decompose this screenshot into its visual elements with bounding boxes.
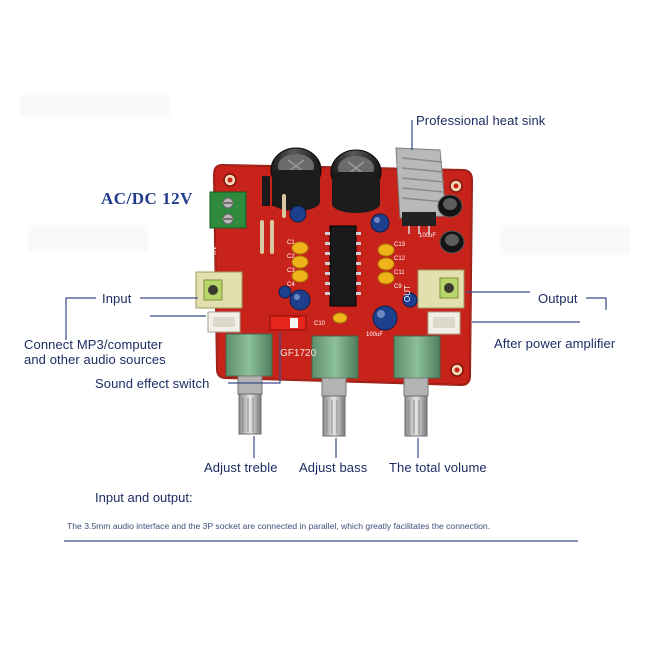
capacitor-small-right	[437, 194, 465, 254]
c4-marking: C4	[287, 282, 295, 288]
treble-pot	[225, 333, 273, 435]
bass-pot	[311, 335, 359, 437]
leader-input	[65, 297, 198, 340]
leader-lines	[64, 120, 607, 542]
c11-marking: C11	[394, 270, 405, 276]
connect-label: Connect MP3/computer	[24, 337, 163, 352]
leader-switch	[228, 332, 281, 384]
ceramic-capacitors	[291, 241, 395, 324]
after-amp-label: After power amplifier	[494, 336, 616, 351]
c3-marking: C3	[287, 268, 295, 274]
leader-output	[466, 291, 607, 310]
volume-label: The total volume	[389, 460, 487, 475]
c10-marking: C10	[314, 321, 326, 327]
volume-pot	[393, 335, 441, 437]
cap-value-1: 100uF	[419, 233, 436, 239]
chip-marking: GF1720	[280, 348, 317, 359]
c13-marking: C13	[394, 242, 406, 248]
ic-chip	[325, 225, 361, 307]
board-silkscreen: GF1720 OUT IN 100uF 100uF C1 C2 C3 C4 C1…	[209, 233, 436, 359]
in-marking: IN	[209, 247, 218, 255]
out-marking: OUT	[403, 285, 412, 302]
resistors	[260, 194, 286, 254]
caption-body: The 3.5mm audio interface and the 3P soc…	[67, 521, 491, 531]
cap-value-2: 100uF	[366, 332, 383, 338]
heat-sink	[395, 147, 447, 234]
c9-marking: C9	[394, 284, 402, 290]
bass-label: Adjust bass	[299, 460, 368, 475]
power-rating-label: AC/DC 12V	[101, 189, 193, 208]
output-socket-3p	[427, 311, 461, 335]
heat-sink-label: Professional heat sink	[416, 113, 546, 128]
caption-title: Input and output:	[95, 490, 193, 505]
input-socket-3p	[207, 311, 241, 333]
capacitor-large-2	[330, 149, 382, 213]
other-sources-label: and other audio sources	[24, 352, 166, 367]
output-jack	[417, 269, 465, 309]
output-label: Output	[538, 291, 578, 306]
power-terminal	[209, 191, 247, 229]
treble-label: Adjust treble	[204, 460, 278, 475]
c2-marking: C2	[287, 254, 295, 260]
sound-switch-label: Sound effect switch	[95, 376, 210, 391]
c12-marking: C12	[394, 256, 406, 262]
input-jack	[195, 271, 243, 309]
input-label: Input	[102, 291, 132, 306]
c1-marking: C1	[287, 240, 295, 246]
sound-effect-switch	[269, 315, 307, 331]
header-pins	[262, 176, 280, 206]
watermark	[20, 95, 630, 255]
